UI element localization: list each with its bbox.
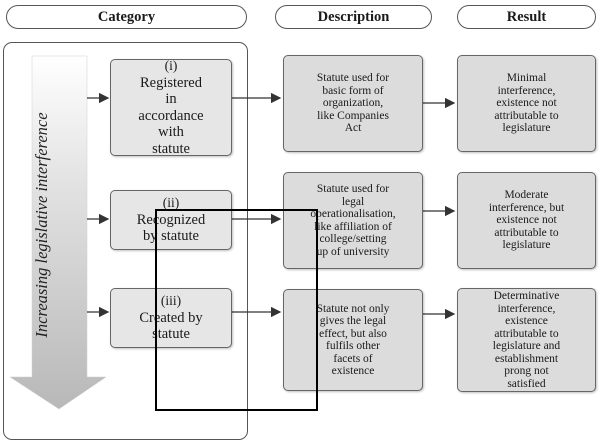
result-line: interference, but [488, 201, 565, 214]
interference-axis-label: Increasing legislative interference [32, 112, 51, 338]
result-line: Moderate [504, 189, 549, 202]
description-line: college/setting [319, 233, 387, 245]
category-line: with [158, 124, 184, 140]
result-line: existence not [496, 214, 557, 227]
result-header: Result [457, 5, 596, 29]
description-line: existence [331, 365, 375, 377]
category-box-3: (iii) Created by statute [110, 288, 232, 348]
result-line: prong not [504, 365, 549, 377]
description-line: legal [341, 195, 365, 208]
description-line: like affiliation of [314, 220, 392, 233]
description-box-3: Statute not only gives the legal effect,… [283, 289, 423, 391]
category-number-3: (iii) [160, 293, 182, 309]
result-line: establishment [494, 352, 559, 365]
result-header-text: Result [506, 8, 547, 25]
category-line: statute [152, 140, 190, 157]
category-box-2: (ii) Recognized by statute [110, 190, 232, 250]
description-line: facets of [333, 352, 373, 365]
result-box-2: Moderate interference, but existence not… [457, 172, 596, 269]
result-line: existence not [496, 97, 557, 110]
category-line: Registered [139, 74, 202, 91]
result-line: satisfied [507, 377, 546, 390]
description-header: Description [275, 5, 432, 29]
description-line: Statute used for [316, 183, 390, 195]
result-line: Minimal [506, 72, 547, 85]
highlight-rectangle [155, 209, 318, 411]
category-line: in [165, 91, 177, 107]
result-line: Determinative [493, 290, 560, 302]
description-line: gives the legal [319, 315, 387, 327]
description-line: Statute not only [316, 302, 390, 315]
result-line: interference, [497, 84, 556, 97]
category-line: Recognized [136, 211, 206, 228]
description-box-2: Statute used for legal operationalisatio… [283, 172, 423, 269]
result-line: legislature and [492, 340, 561, 352]
description-line: organization, [322, 97, 384, 110]
description-line: fulfils other [326, 340, 380, 352]
category-header: Category [6, 5, 247, 29]
description-line: basic form of [322, 84, 384, 97]
description-line: effect, but also [319, 327, 387, 340]
description-line: Act [344, 122, 362, 135]
result-line: attributable to [494, 109, 559, 122]
result-line: legislature [502, 239, 551, 252]
category-line: accordance [138, 107, 204, 124]
description-line: like Companies [317, 109, 389, 122]
description-line: operationalisation, [310, 208, 396, 220]
result-line: existence [505, 315, 548, 327]
result-line: interference, [497, 302, 556, 315]
description-line: Statute used for [316, 72, 390, 85]
description-header-text: Description [317, 8, 390, 25]
category-line: statute [152, 326, 190, 343]
result-box-1: Minimal interference, existence not attr… [457, 55, 596, 152]
category-number-2: (ii) [162, 195, 180, 211]
description-box-1: Statute used for basic form of organizat… [283, 55, 423, 152]
description-line: up of university [316, 245, 390, 258]
category-header-text: Category [97, 8, 156, 25]
result-line: legislature [502, 122, 551, 135]
result-line: attributable to [494, 226, 559, 239]
category-number-1: (i) [164, 58, 178, 73]
category-box-1: (i) Registered in accordance with statut… [110, 58, 232, 157]
result-box-3: Determinative interference, existence at… [457, 288, 596, 392]
result-line: attributable to [494, 327, 559, 340]
